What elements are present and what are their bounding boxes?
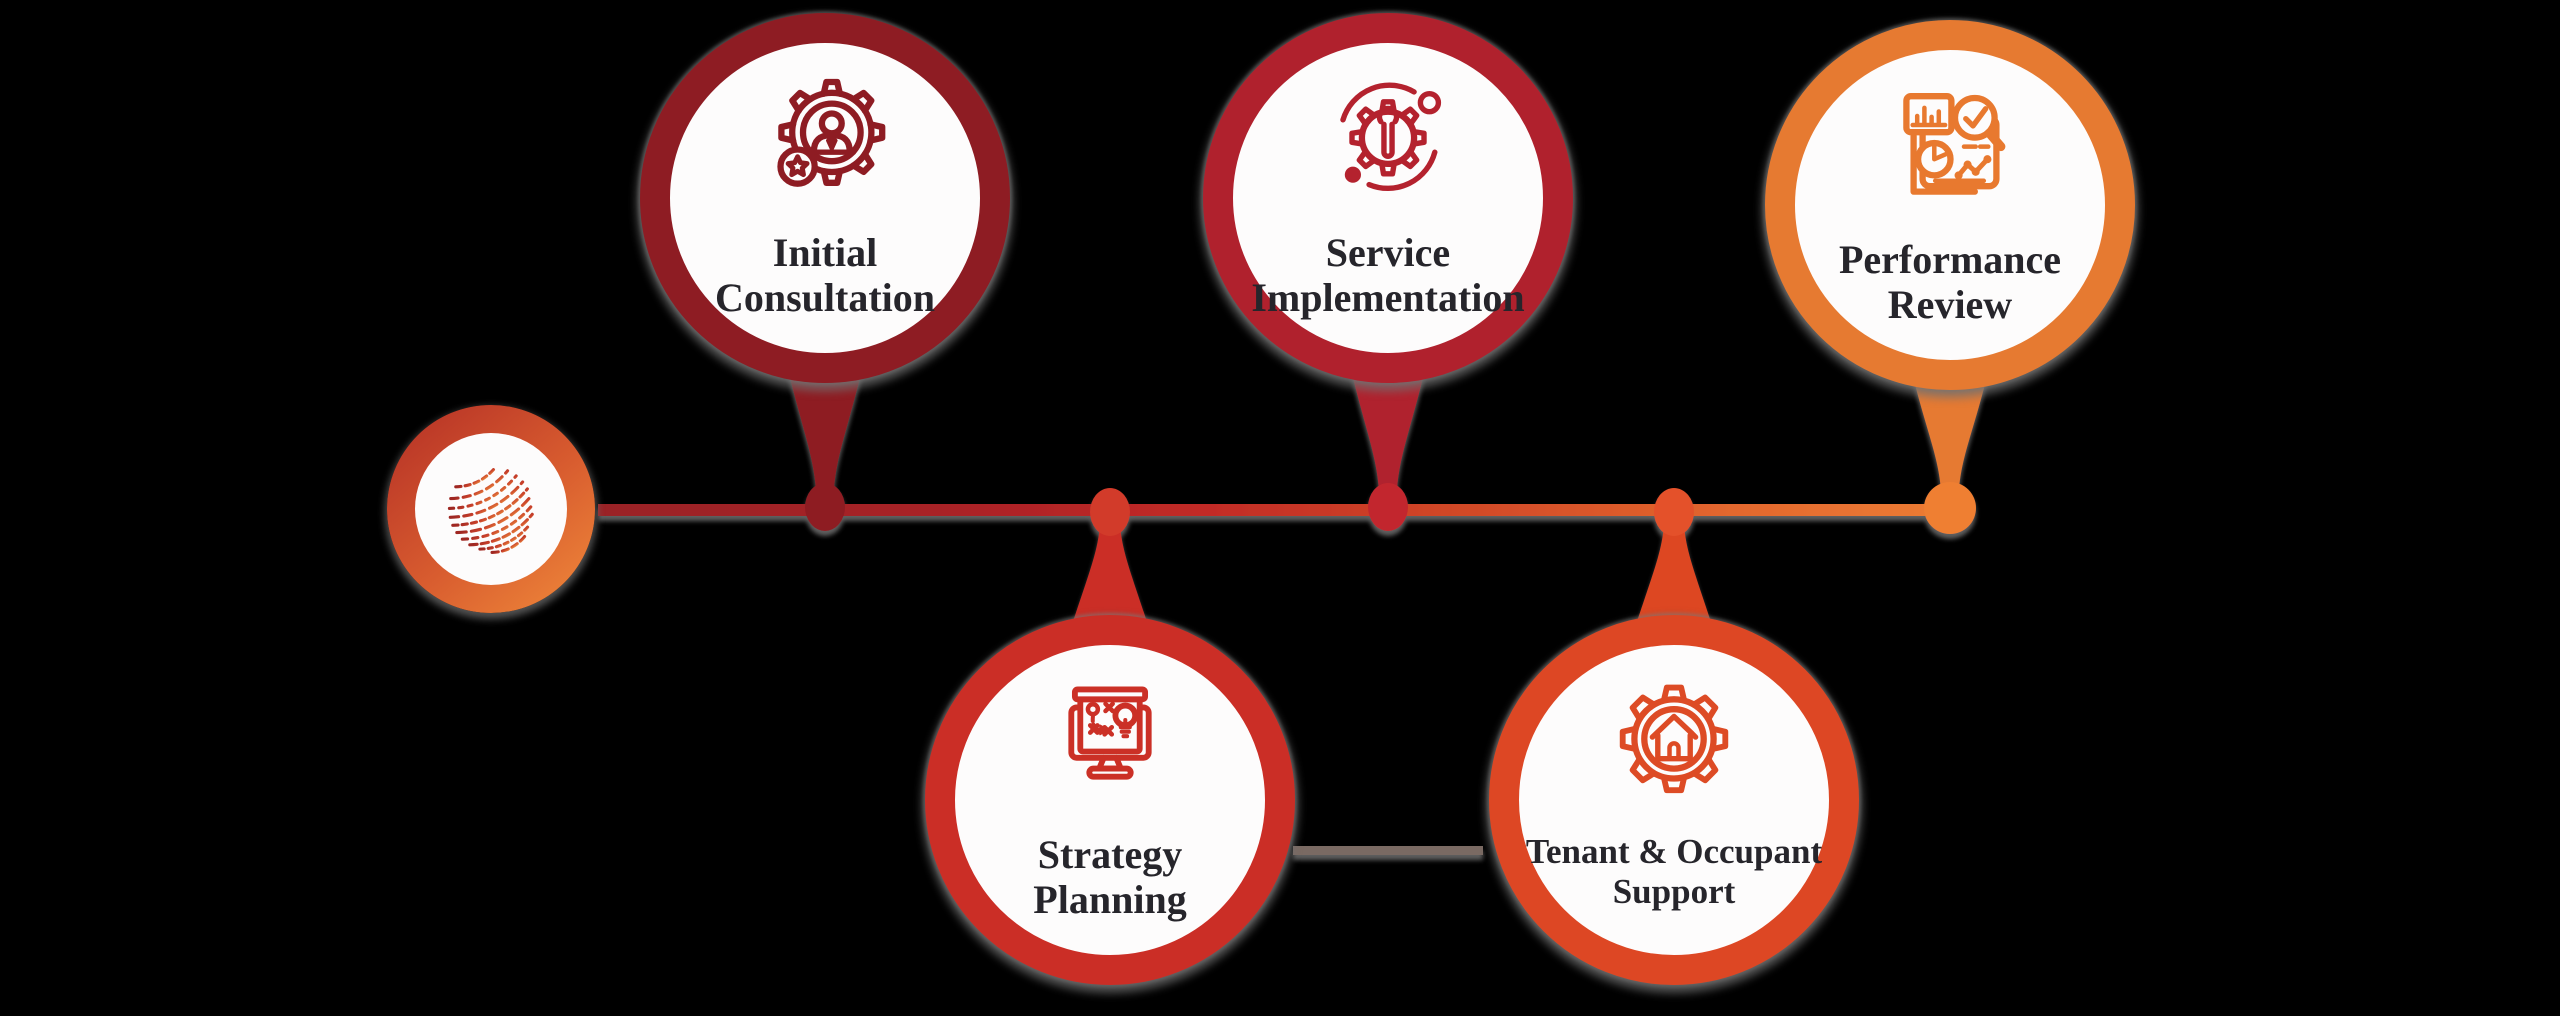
logo-inner-disc xyxy=(415,433,567,585)
node-label-line2: Implementation xyxy=(1251,275,1525,321)
node-label: Tenant & Occupant Support xyxy=(1526,832,1822,911)
analytics-report-magnifier-icon xyxy=(1902,93,2005,195)
node-strategy-planning: Strategy Planning xyxy=(925,615,1295,985)
monitor-strategy-icon xyxy=(1068,686,1152,780)
node-label-line2: Review xyxy=(1887,282,2013,328)
node-label-line2: Planning xyxy=(1033,877,1187,923)
node-label-line2: Consultation xyxy=(714,275,936,321)
node-label-line1: Initial xyxy=(772,230,878,275)
dotted-globe-logo xyxy=(447,466,534,555)
node-label-line1: Strategy xyxy=(1037,832,1183,877)
node-initial-consultation: Initial Consultation xyxy=(640,13,1010,383)
node-label: Service Implementation xyxy=(1251,230,1524,320)
icon-wrap xyxy=(745,73,905,208)
node-label-line2: Support xyxy=(1612,871,1736,911)
node-label: Initial Consultation xyxy=(715,230,935,320)
node-label-line1: Service xyxy=(1325,230,1451,275)
node-label-line1: Tenant & Occupant xyxy=(1525,832,1823,871)
node-service-implementation: Service Implementation xyxy=(1203,13,1573,383)
bottom-connector-line xyxy=(1293,846,1483,855)
node-label-line1: Performance xyxy=(1838,237,2062,282)
timeline-line xyxy=(598,504,1950,516)
icon-wrap xyxy=(1308,73,1468,208)
timeline-start-logo-circle xyxy=(387,405,595,613)
icon-wrap xyxy=(1870,80,2030,215)
person-gear-star-icon xyxy=(776,78,885,187)
gear-wrench-orbit-icon xyxy=(1340,82,1442,191)
icon-wrap xyxy=(1594,675,1754,810)
node-label: Strategy Planning xyxy=(1033,832,1186,922)
icon-wrap xyxy=(1030,675,1190,810)
gear-house-icon xyxy=(1619,684,1729,794)
node-performance-review: Performance Review xyxy=(1765,20,2135,390)
node-tenant-occupant-support: Tenant & Occupant Support xyxy=(1489,615,1859,985)
node-label: Performance Review xyxy=(1839,237,2061,327)
